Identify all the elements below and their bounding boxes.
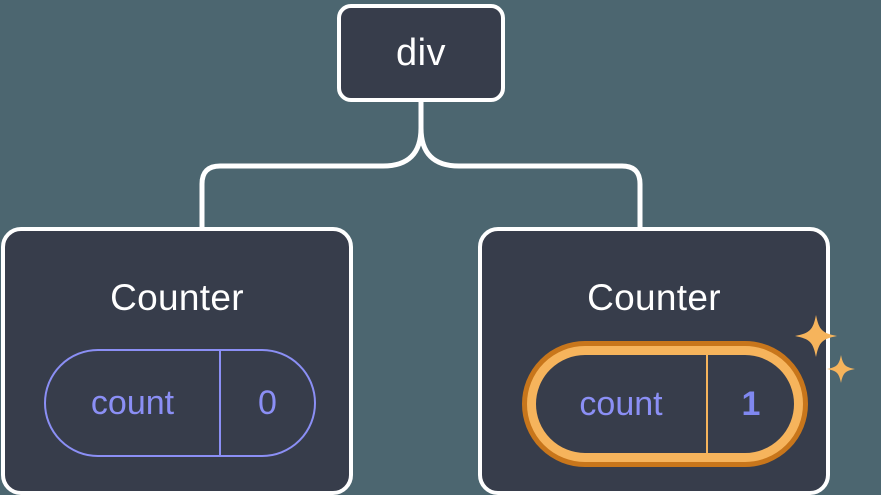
counter-left-title: Counter xyxy=(110,277,244,318)
highlight-ring-outer xyxy=(522,341,808,467)
counter-right-title: Counter xyxy=(587,277,721,318)
root-node-label: div xyxy=(395,32,447,74)
node-counter-left[interactable]: Counter count 0 xyxy=(1,227,353,495)
state-pill-right-body: count 1 xyxy=(536,355,794,453)
connector-left-branch xyxy=(199,97,424,230)
state-key-left: count xyxy=(46,351,221,455)
node-counter-right[interactable]: Counter count 1 xyxy=(478,227,830,495)
node-root-div[interactable]: div xyxy=(337,4,505,102)
state-pill-left[interactable]: count 0 xyxy=(44,349,316,457)
state-key-right: count xyxy=(536,355,708,453)
highlight-ring-inner xyxy=(527,346,803,462)
sparkle-small-icon xyxy=(827,355,855,383)
state-value-right: 1 xyxy=(741,384,761,423)
state-pill-right[interactable]: count 1 xyxy=(522,341,808,467)
state-value-left: 0 xyxy=(258,383,277,422)
connector-right-branch xyxy=(418,97,643,230)
